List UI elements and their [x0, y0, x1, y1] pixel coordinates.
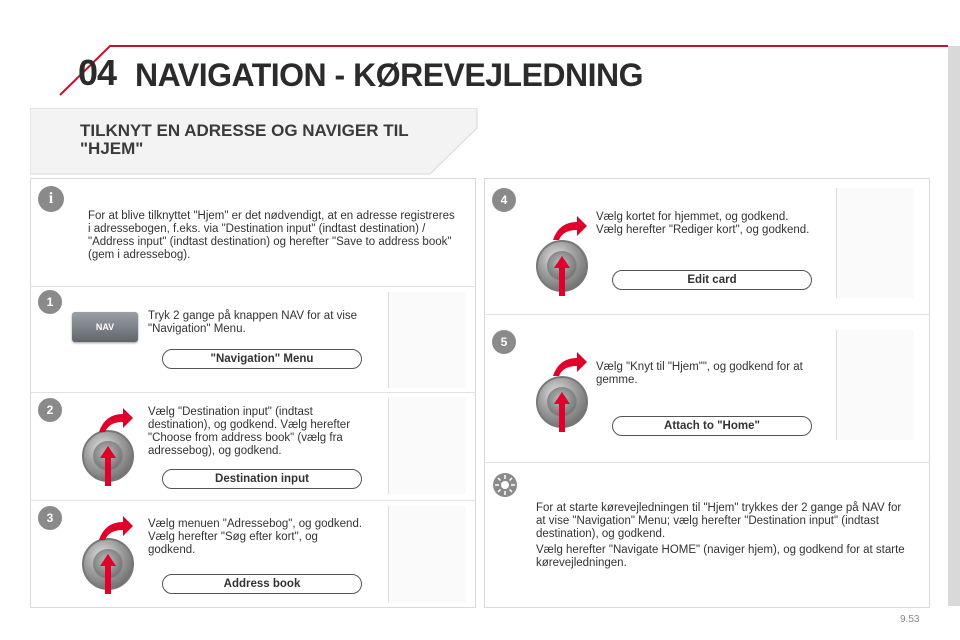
- page-side-bar: [948, 46, 960, 606]
- step-1-badge: 1: [38, 290, 62, 314]
- header-rule: [59, 45, 948, 96]
- step-4-text: Vælg kortet for hjemmet, og godkend. Væl…: [596, 211, 810, 236]
- destination-input-button[interactable]: Destination input: [162, 469, 362, 489]
- divider: [30, 500, 476, 501]
- address-book-button[interactable]: Address book: [162, 574, 362, 594]
- tip-paragraph-1: For at starte kørevejledningen til "Hjem…: [536, 502, 902, 540]
- turn-arrow-icon: [99, 516, 133, 540]
- radio-panel-thumbnail: [836, 188, 914, 298]
- section-title: TILKNYT EN ADRESSE OG NAVIGER TIL "HJEM": [80, 121, 409, 158]
- chapter-number: 04: [78, 52, 117, 93]
- press-arrow-icon: [554, 256, 570, 296]
- nav-button-icon: NAV: [72, 312, 138, 342]
- step-1-text: Tryk 2 gange på knappen NAV for at vise …: [148, 310, 358, 335]
- step-2-badge: 2: [38, 398, 62, 422]
- step-2-text: Vælg "Destination input" (indtast destin…: [148, 406, 351, 457]
- section-title-frame: [30, 108, 478, 175]
- chapter-title: NAVIGATION - KØREVEJLEDNING: [135, 57, 644, 93]
- press-arrow-icon: [100, 446, 116, 486]
- turn-arrow-icon: [553, 216, 587, 240]
- radio-panel-thumbnail: [388, 506, 466, 602]
- edit-card-button[interactable]: Edit card: [612, 270, 812, 290]
- press-arrow-icon: [100, 554, 116, 594]
- radio-panel-thumbnail: [388, 292, 466, 388]
- page-number: 9.53: [900, 614, 920, 625]
- divider: [484, 314, 930, 315]
- divider: [484, 462, 930, 463]
- press-arrow-icon: [554, 392, 570, 432]
- step-3-text: Vælg menuen "Adressebog", og godkend. Væ…: [148, 518, 363, 556]
- sun-icon: [493, 473, 517, 497]
- attach-to-home-button[interactable]: Attach to "Home": [612, 416, 812, 436]
- radio-panel-thumbnail: [388, 398, 466, 494]
- navigation-menu-button[interactable]: "Navigation" Menu: [162, 349, 362, 369]
- tip-paragraph-2: Vælg herefter "Navigate HOME" (naviger h…: [536, 544, 905, 569]
- divider: [30, 286, 476, 287]
- info-note-text: For at blive tilknyttet "Hjem" er det nø…: [88, 210, 455, 261]
- step-3-badge: 3: [38, 506, 62, 530]
- step-5-text: Vælg "Knyt til "Hjem"", og godkend for a…: [596, 361, 803, 386]
- turn-arrow-icon: [553, 352, 587, 376]
- step-4-badge: 4: [492, 188, 516, 212]
- turn-arrow-icon: [99, 408, 133, 432]
- radio-panel-thumbnail: [836, 330, 914, 440]
- step-5-badge: 5: [492, 330, 516, 354]
- divider: [30, 392, 476, 393]
- info-icon: i: [38, 186, 64, 212]
